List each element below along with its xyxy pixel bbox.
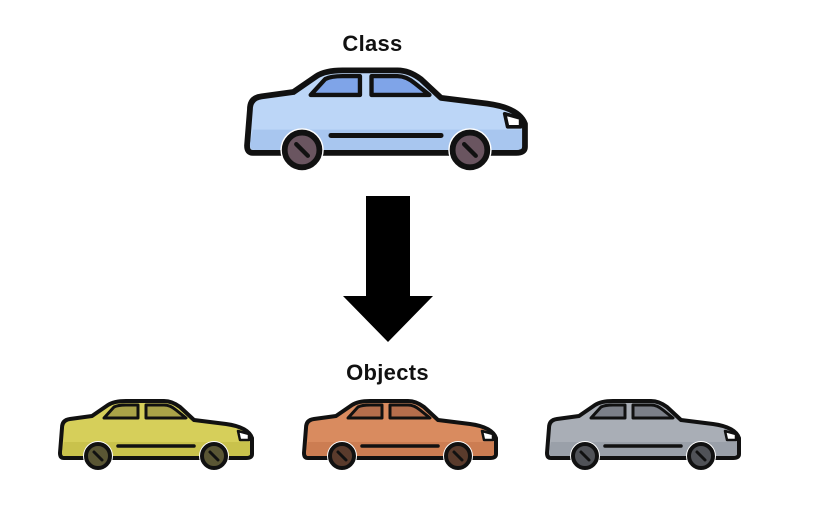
object-car-icon-gray	[545, 399, 741, 471]
car-rear-window	[388, 403, 432, 420]
car-front-window	[102, 403, 140, 420]
car-wheel-spoke	[336, 450, 348, 462]
objects-label: Objects	[346, 360, 429, 385]
car-wheel-spoke	[92, 450, 104, 462]
car-front-window	[589, 403, 627, 420]
car-front-window	[308, 73, 363, 98]
car-front-window	[346, 403, 384, 420]
car-wheel-spoke	[294, 141, 311, 158]
class-car-icon	[244, 67, 528, 172]
class-label: Class	[342, 31, 403, 56]
arrow-shape	[343, 196, 433, 342]
car-headlight	[502, 111, 523, 129]
car-wheel-spoke	[452, 450, 464, 462]
car-rear-window	[369, 73, 432, 98]
car-wheel-spoke	[579, 450, 591, 462]
car-headlight	[236, 429, 251, 442]
car-wheel-spoke	[461, 141, 478, 158]
car-rear-window	[144, 403, 188, 420]
car-rear-window	[631, 403, 675, 420]
object-car-icon-yellow	[58, 399, 254, 471]
car-headlight	[480, 429, 495, 442]
car-headlight	[723, 429, 738, 442]
arrow-down-icon	[343, 196, 433, 342]
car-wheel-spoke	[695, 450, 707, 462]
car-wheel-spoke	[208, 450, 220, 462]
object-car-icon-orange	[302, 399, 498, 471]
